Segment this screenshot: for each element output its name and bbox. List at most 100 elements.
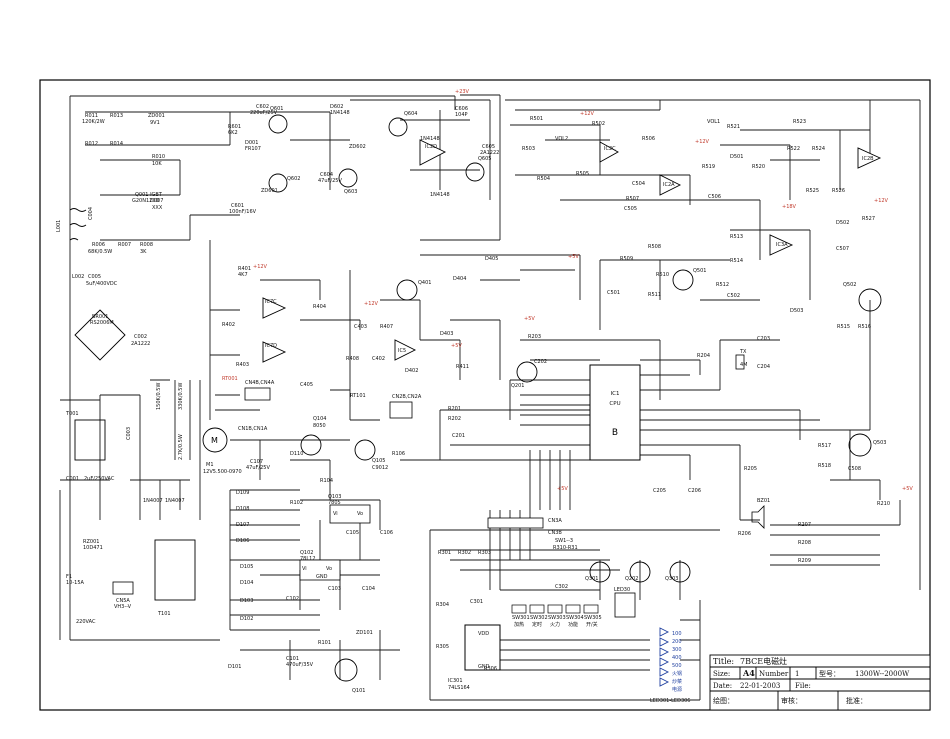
- c508-ref: C508: [848, 466, 861, 472]
- rz001-label: RZ001: [83, 539, 99, 545]
- r014-ref: R014: [110, 141, 123, 147]
- sw1-func: 加热: [514, 621, 524, 628]
- cpu-ic1-sub: CPU: [609, 401, 620, 407]
- drawn-label: 绘图：: [713, 696, 734, 705]
- r210-ref: R210: [877, 501, 890, 507]
- d001-val: FR107: [245, 146, 261, 152]
- r007-ref: R007: [118, 242, 131, 248]
- r522-ref: R522: [787, 146, 800, 152]
- r305-ref: R305: [436, 644, 449, 650]
- cpu-ic1-letter: B: [612, 428, 618, 438]
- r402-ref: R402: [222, 322, 235, 328]
- q104-label: Q104: [313, 416, 326, 422]
- sw1-ref: SW301: [512, 615, 530, 621]
- r512-ref: R512: [716, 282, 729, 288]
- c301-ref: C301: [470, 599, 483, 605]
- r310-group-label: R310-R31: [553, 545, 578, 551]
- r011-ref: R011: [85, 113, 98, 119]
- zd601-ref: ZD601: [261, 188, 278, 194]
- bridge-rectifier: [74, 309, 126, 361]
- supply-12v-b: +12V: [580, 111, 595, 117]
- c005-ref: C005: [88, 274, 101, 280]
- r523-ref: R523: [793, 119, 806, 125]
- r520-ref: R520: [752, 164, 765, 170]
- sheet-border: [39, 79, 931, 711]
- sw4-ref: SW304: [566, 615, 584, 621]
- sw2-func: 定时: [532, 621, 542, 628]
- r008-ref: R008: [140, 242, 153, 248]
- ic2a-label: IC2A: [663, 182, 675, 188]
- led-label: 300: [672, 647, 682, 653]
- file-label: File:: [795, 682, 811, 690]
- ic301-gnd: GND: [478, 664, 490, 670]
- q502-label: Q502: [843, 282, 856, 288]
- r501-ref: R501: [530, 116, 543, 122]
- l001-label: L001: [56, 220, 62, 232]
- r204-ref: R204: [697, 353, 710, 359]
- supply-12v-e: +12V: [364, 301, 379, 307]
- r505-ref: R505: [576, 171, 589, 177]
- r205-ref: R205: [744, 466, 757, 472]
- c101-val: 470uF/35V: [286, 662, 314, 668]
- q104-part: 8050: [313, 423, 326, 429]
- q603-label: Q603: [344, 189, 357, 195]
- c602-ref: C602: [256, 104, 269, 110]
- d501-ref: D501: [730, 154, 743, 160]
- title-value: 7BCE电磁灶: [740, 656, 787, 666]
- transformer-t001: [74, 419, 106, 461]
- r521-ref: R521: [727, 124, 740, 130]
- d604-val: 1N4148: [430, 192, 450, 198]
- d402-ref: D402: [405, 368, 418, 374]
- cn5a-label: CN5A: [116, 598, 130, 604]
- ic5-label: IC5: [398, 348, 406, 354]
- reg2-vo: Vo: [357, 511, 363, 517]
- m1-label: M1: [206, 462, 214, 468]
- br001-part: RS2006M: [90, 320, 114, 326]
- l002-label: L002: [72, 274, 84, 280]
- r010-ref: R010: [152, 154, 165, 160]
- c106-ref: C106: [380, 530, 393, 536]
- c402-ref: C402: [372, 356, 385, 362]
- crystal-value: 4M: [740, 362, 748, 368]
- led-group-label: LED301-LED306: [650, 698, 690, 704]
- r206-ref: R206: [738, 531, 751, 537]
- c005-val: 5uF/400VDC: [86, 281, 118, 287]
- c102-ref: C102: [286, 596, 299, 602]
- sw4-func: 功能: [568, 621, 578, 628]
- ic2d-label: IC2D: [425, 144, 437, 150]
- sw5-ref: SW305: [584, 615, 602, 621]
- transistors: [268, 114, 882, 682]
- q102-part: 78L12: [300, 556, 316, 562]
- c003-ref: C003: [126, 427, 132, 440]
- r507-ref: R507: [626, 196, 639, 202]
- q302-label: Q202: [625, 576, 638, 582]
- q102-label: Q102: [300, 550, 313, 556]
- c604-val: 47uF/25V: [318, 178, 342, 184]
- c201-ref: C201: [452, 433, 465, 439]
- r401-val: 4K7: [238, 272, 248, 278]
- supply-5v-c: +5V: [557, 486, 568, 492]
- c002-ref: C002: [134, 334, 147, 340]
- ic2b-label: IC2B: [862, 156, 874, 162]
- led-label: 200: [672, 639, 682, 645]
- model-value: 1300W--2000W: [855, 670, 910, 678]
- supply-5v-d: +5V: [902, 486, 913, 492]
- supply-5v-a: +5V: [568, 254, 579, 260]
- zd101-ref: ZD101: [356, 630, 373, 636]
- t001-label: T001: [65, 411, 79, 417]
- r525-ref: R525: [806, 188, 819, 194]
- c606-ref: C606: [455, 106, 468, 112]
- connector-cn4: [244, 387, 271, 401]
- ic2c-label: IC2C: [604, 146, 616, 152]
- r005-val: 2.7K/0.5W: [178, 434, 184, 460]
- c602-val: 220uF/25V: [250, 110, 278, 116]
- d403-ref: D403: [440, 331, 453, 337]
- r601-val: 6K2: [228, 130, 238, 136]
- regulator-78l12: [299, 559, 341, 581]
- r304-ref: R304: [436, 602, 449, 608]
- ic301-part: 74LS164: [448, 685, 470, 691]
- keypad-switches: [511, 604, 599, 614]
- t101-label: T101: [157, 611, 171, 617]
- r102-ref: R102: [290, 500, 303, 506]
- br001-label: BR001: [92, 314, 108, 320]
